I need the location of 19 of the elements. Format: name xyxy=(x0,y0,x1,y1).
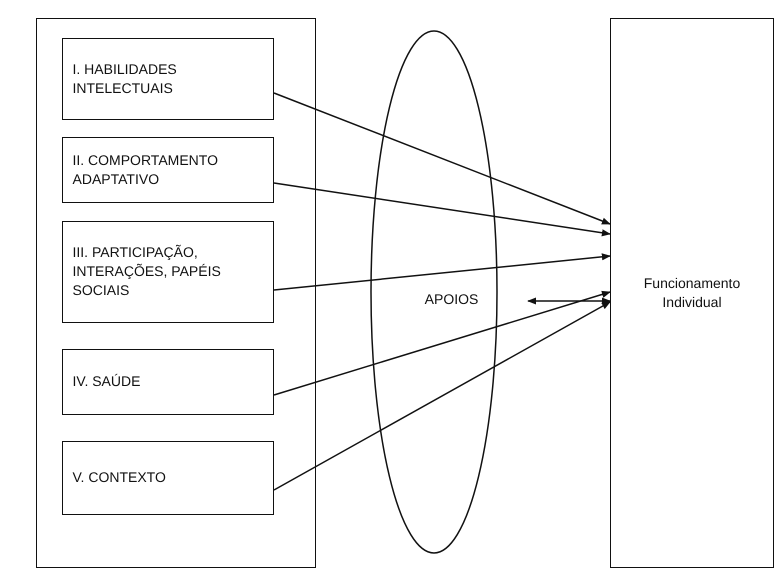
node-label: IV. SAÚDE xyxy=(72,372,140,391)
node-label: I. HABILIDADES INTELECTUAIS xyxy=(72,60,178,98)
node-label: V. CONTEXTO xyxy=(72,468,166,487)
node-label: II. COMPORTAMENTO ADAPTATIVO xyxy=(72,150,219,188)
node-label: Funcionamento Individual xyxy=(642,274,742,312)
category-box xyxy=(62,38,274,120)
category-box xyxy=(62,348,274,414)
arrow xyxy=(274,182,611,236)
arrow xyxy=(274,253,611,291)
arrow xyxy=(274,301,611,491)
node-label: III. PARTICIPAÇÃO, INTERAÇÕES, PAPÉIS SOCIAIS xyxy=(72,243,222,300)
category-box xyxy=(62,136,274,202)
group-box xyxy=(36,18,316,568)
arrow xyxy=(274,92,611,225)
category-box xyxy=(62,440,274,514)
double-arrow xyxy=(527,297,611,305)
arrow xyxy=(274,290,611,396)
category-box xyxy=(62,220,274,322)
node-label: APOIOS xyxy=(424,290,478,309)
